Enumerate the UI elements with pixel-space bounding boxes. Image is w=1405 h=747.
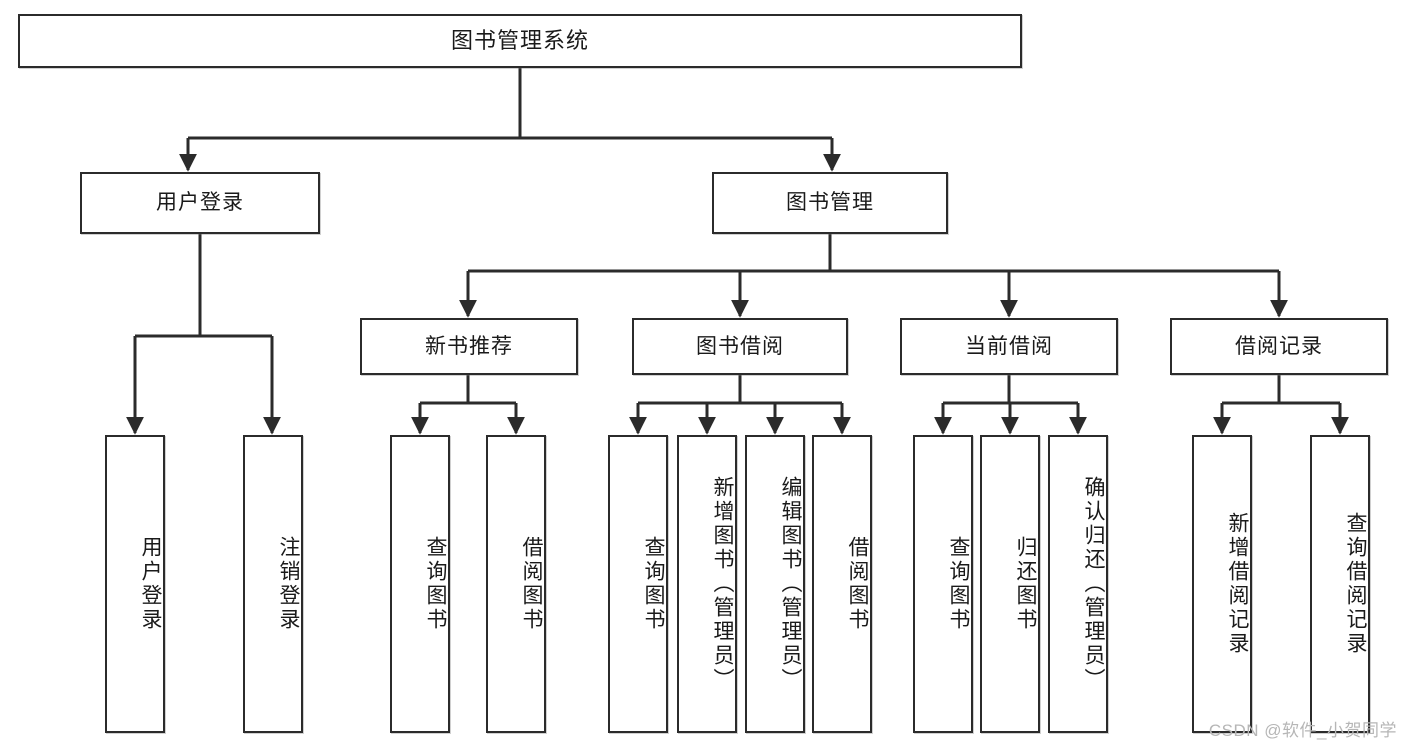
node-label: 归还图书 — [1014, 536, 1037, 632]
leaf-recommend-query-book[interactable]: 查询图书 — [390, 435, 450, 733]
node-label: 查询图书 — [642, 536, 665, 632]
node-book-borrow[interactable]: 图书借阅 — [632, 318, 848, 375]
node-root-system[interactable]: 图书管理系统 — [18, 14, 1022, 68]
node-label: 图书借阅 — [696, 334, 784, 358]
leaf-user-logout[interactable]: 注销登录 — [243, 435, 303, 733]
leaf-record-add-record[interactable]: 新增借阅记录 — [1192, 435, 1252, 733]
leaf-borrow-lend-book[interactable]: 借阅图书 — [812, 435, 872, 733]
node-label: 查询借阅记录 — [1344, 512, 1367, 656]
node-label: 新增图书（管理员） — [711, 476, 734, 692]
node-label: 查询图书 — [947, 536, 970, 632]
node-label: 图书管理系统 — [450, 27, 589, 53]
node-label: 确认归还（管理员） — [1082, 476, 1105, 692]
leaf-current-confirm-return[interactable]: 确认归还（管理员） — [1048, 435, 1108, 733]
node-label: 借阅图书 — [846, 536, 869, 632]
node-borrow-record[interactable]: 借阅记录 — [1170, 318, 1388, 375]
leaf-borrow-query-book[interactable]: 查询图书 — [608, 435, 668, 733]
node-label: 图书管理 — [786, 191, 874, 215]
node-label: 用户登录 — [156, 191, 244, 215]
node-label: 用户登录 — [139, 536, 162, 632]
node-label: 新增借阅记录 — [1226, 512, 1249, 656]
leaf-record-query-record[interactable]: 查询借阅记录 — [1310, 435, 1370, 733]
csdn-watermark: CSDN @软件_小贺同学 — [1208, 721, 1397, 740]
node-label: 借阅记录 — [1235, 334, 1323, 358]
leaf-recommend-borrow-book[interactable]: 借阅图书 — [486, 435, 546, 733]
leaf-borrow-edit-book[interactable]: 编辑图书（管理员） — [745, 435, 805, 733]
node-label: 查询图书 — [424, 536, 447, 632]
node-user-login[interactable]: 用户登录 — [80, 172, 320, 234]
leaf-current-query-book[interactable]: 查询图书 — [913, 435, 973, 733]
node-label: 注销登录 — [277, 536, 300, 632]
node-current-borrow[interactable]: 当前借阅 — [900, 318, 1118, 375]
node-label: 新书推荐 — [425, 334, 513, 358]
leaf-user-login[interactable]: 用户登录 — [105, 435, 165, 733]
node-new-book-recommend[interactable]: 新书推荐 — [360, 318, 578, 375]
node-book-management[interactable]: 图书管理 — [712, 172, 948, 234]
leaf-borrow-add-book[interactable]: 新增图书（管理员） — [677, 435, 737, 733]
node-label: 借阅图书 — [520, 536, 543, 632]
leaf-current-return-book[interactable]: 归还图书 — [980, 435, 1040, 733]
node-label: 编辑图书（管理员） — [779, 476, 802, 692]
node-label: 当前借阅 — [965, 334, 1053, 358]
